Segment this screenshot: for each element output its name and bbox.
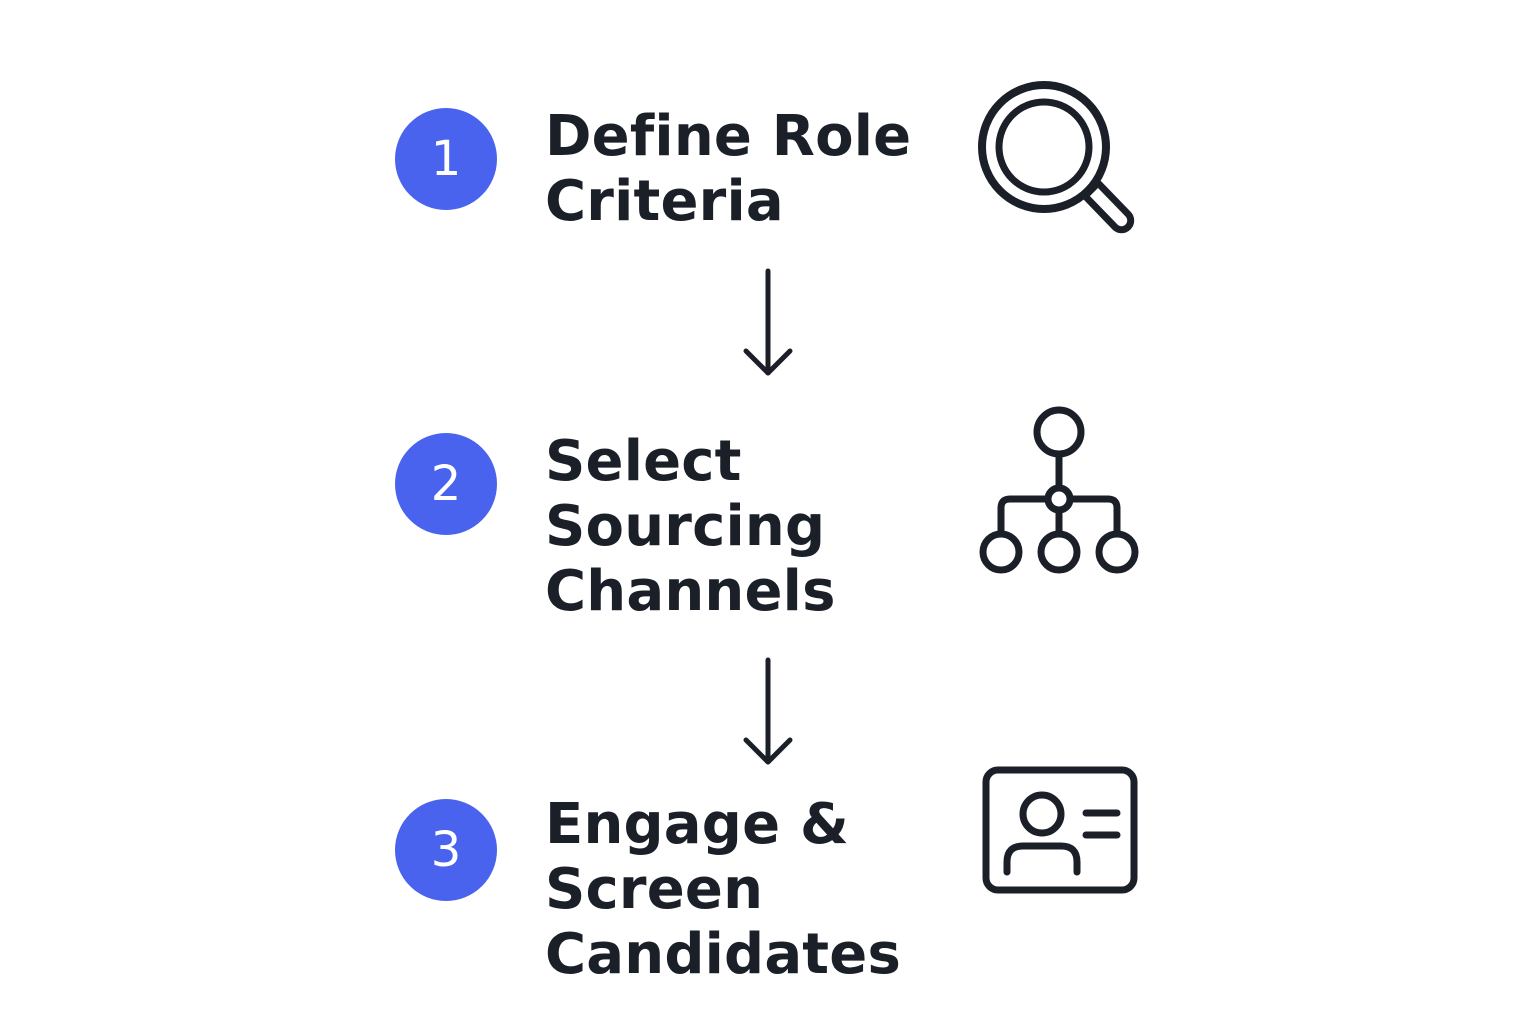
step-3-title-line-1: Engage &: [545, 792, 849, 857]
step-2-number: 2: [430, 456, 462, 512]
step-1-number: 1: [430, 131, 462, 187]
step-2-title-line-2: Sourcing: [545, 494, 826, 559]
org-chart-left-node: [979, 530, 1023, 574]
step-3-title-line-3: Candidates: [545, 922, 901, 987]
magnifying-glass-handle: [1081, 179, 1135, 234]
step-2-number-badge: 2: [395, 433, 497, 535]
id-card-avatar-head: [1019, 791, 1065, 837]
step-3-title-line-2: Screen: [545, 857, 764, 922]
step-2-title: Select Sourcing Channels: [545, 429, 836, 624]
id-card-avatar-body: [1003, 842, 1081, 876]
step-3-number: 3: [430, 822, 462, 878]
arrow-down-icon: [743, 268, 793, 376]
step-1-title-line-2: Criteria: [545, 169, 784, 234]
magnifying-glass-lens-outer: [978, 81, 1110, 213]
org-chart-top-node: [1033, 406, 1085, 458]
step-2-title-line-3: Channels: [545, 559, 836, 624]
arrow-head: [743, 348, 793, 376]
org-chart-junction-node: [1044, 484, 1074, 514]
magnifying-glass-lens-inner: [995, 98, 1093, 196]
org-chart-center-node: [1037, 530, 1081, 574]
step-1-title-line-1: Define Role: [545, 104, 912, 169]
magnifying-glass-icon: [978, 81, 1135, 234]
step-3-number-badge: 3: [395, 799, 497, 901]
id-card-frame: [982, 766, 1138, 894]
step-2-title-line-1: Select: [545, 429, 742, 494]
org-chart-right-node: [1095, 530, 1139, 574]
arrow-head: [743, 737, 793, 765]
step-1-number-badge: 1: [395, 108, 497, 210]
step-3-title: Engage & Screen Candidates: [545, 792, 901, 987]
org-chart-icon: [979, 406, 1139, 574]
arrow-down-icon: [743, 657, 793, 765]
id-card-icon: [982, 766, 1138, 894]
step-1-title: Define Role Criteria: [545, 104, 911, 234]
